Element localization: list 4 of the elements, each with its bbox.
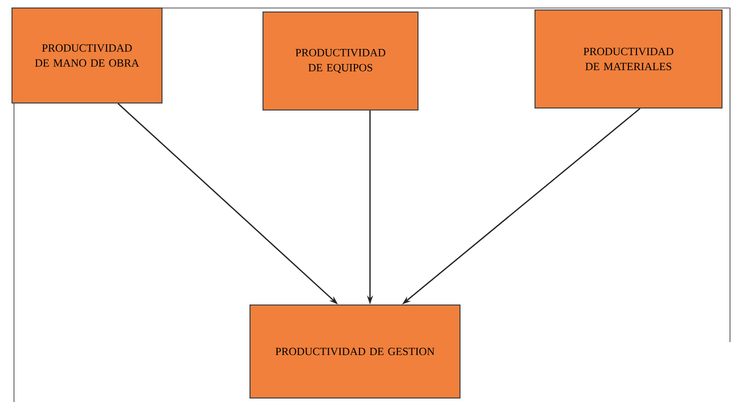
process-box: PRODUCTIVIDAD DE MANO DE OBRA [12,8,162,104]
process-box: PRODUCTIVIDAD DE EQUIPOS [262,12,418,110]
process-box: PRODUCTIVIDAD DE GESTION [250,304,460,398]
process-box: PRODUCTIVIDAD DE MATERIALES [534,10,722,108]
